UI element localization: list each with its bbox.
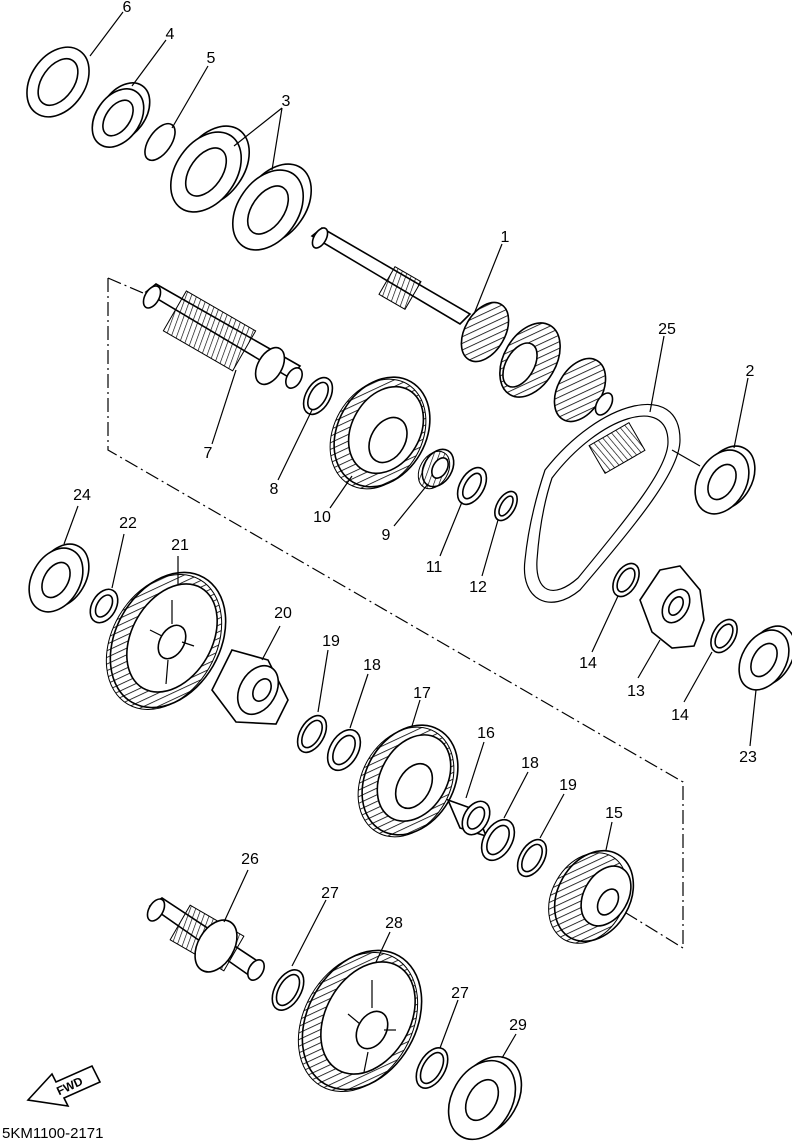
washer-8 xyxy=(302,376,334,416)
callout-25: 25 xyxy=(658,321,676,338)
callout-16: 16 xyxy=(477,725,495,742)
gear-28 xyxy=(297,949,423,1093)
drive-axle-7 xyxy=(142,283,303,389)
callout-4: 4 xyxy=(166,26,175,43)
callout-14b: 14 xyxy=(671,707,689,724)
callout-18a: 18 xyxy=(363,657,381,674)
callout-11: 11 xyxy=(426,559,443,576)
fwd-arrow-icon: FWD xyxy=(26,1064,102,1108)
callout-22: 22 xyxy=(119,515,137,532)
leader-lines xyxy=(63,11,757,1059)
callout-17: 17 xyxy=(413,685,431,702)
collar-22 xyxy=(89,588,119,624)
callout-28: 28 xyxy=(385,915,403,932)
circlip-27b xyxy=(415,1047,449,1089)
callout-2: 2 xyxy=(746,363,755,380)
sprocket-13 xyxy=(639,565,705,649)
callout-19b: 19 xyxy=(559,777,577,794)
bearing-3b xyxy=(231,163,313,251)
washer-18b xyxy=(480,818,516,862)
callout-27b: 27 xyxy=(451,985,469,1002)
callout-1: 1 xyxy=(501,229,510,246)
callout-24: 24 xyxy=(73,487,91,504)
circlip-27a xyxy=(271,969,305,1011)
dog-clutch-20 xyxy=(211,649,289,725)
circlip-14a xyxy=(612,562,640,598)
gear-21 xyxy=(105,571,227,711)
assembly-boundary xyxy=(107,278,684,950)
shaft-26 xyxy=(146,897,265,981)
washer-11 xyxy=(456,466,488,506)
drive-chain-25 xyxy=(523,404,681,603)
needle-bearing-9 xyxy=(417,448,455,490)
callout-5: 5 xyxy=(207,50,216,67)
callout-21: 21 xyxy=(171,537,189,554)
callout-12: 12 xyxy=(469,579,487,596)
callout-9: 9 xyxy=(382,527,391,544)
o-ring-5 xyxy=(144,122,176,162)
callout-18b: 18 xyxy=(521,755,539,772)
bearing-2 xyxy=(694,445,756,515)
gear-10 xyxy=(329,376,431,490)
callout-13: 13 xyxy=(627,683,645,700)
callout-23: 23 xyxy=(739,749,757,766)
gear-15 xyxy=(548,849,635,944)
callout-19a: 19 xyxy=(322,633,340,650)
callout-14a: 14 xyxy=(579,655,597,672)
callout-27a: 27 xyxy=(321,885,339,902)
callout-20: 20 xyxy=(274,605,292,622)
main-axle-1 xyxy=(310,227,614,423)
callout-8: 8 xyxy=(270,481,279,498)
oil-seal-6 xyxy=(26,46,90,118)
bearing-3a xyxy=(169,125,251,213)
bearing-23 xyxy=(738,625,792,691)
callout-29: 29 xyxy=(509,1017,527,1034)
callout-15: 15 xyxy=(605,805,623,822)
washer-18a xyxy=(326,728,362,772)
callout-7: 7 xyxy=(204,445,213,462)
diagram-code: 5KM1100-2171 xyxy=(2,1125,103,1141)
callout-3: 3 xyxy=(282,93,291,110)
bearing-24 xyxy=(28,543,90,613)
bearing-4 xyxy=(91,82,151,148)
gear-17 xyxy=(357,724,459,838)
callout-6: 6 xyxy=(123,0,132,16)
callout-labels: 6 4 5 3 1 25 2 7 8 10 9 11 12 24 22 21 2… xyxy=(73,0,757,1034)
circlip-14b xyxy=(710,618,738,654)
circlip-19b xyxy=(516,838,548,878)
callout-26: 26 xyxy=(241,851,259,868)
circlip-12 xyxy=(494,490,518,522)
bearing-29 xyxy=(447,1055,523,1141)
circlip-19a xyxy=(296,714,328,754)
callout-10: 10 xyxy=(313,509,331,526)
